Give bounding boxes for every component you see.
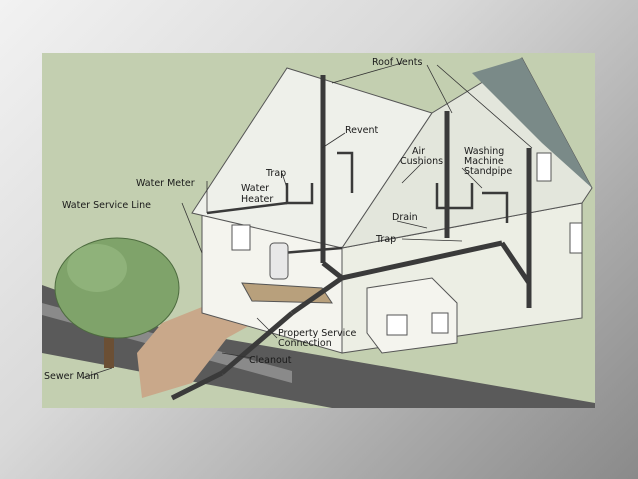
label-property-service-line2: Connection [278, 338, 332, 349]
label-air-cushions-line2: Cushions [400, 156, 443, 167]
supply-pipes [206, 151, 509, 255]
label-revent: Revent [345, 125, 379, 136]
label-leaders [81, 62, 533, 379]
label-water-heater-line2: Heater [241, 194, 273, 205]
plumbing-pipes [170, 75, 532, 401]
label-cleanout: Cleanout [249, 355, 292, 366]
plumbing-illustration: Roof Vents Revent Air Cushions Washing M… [42, 57, 595, 408]
label-sewer-main: Sewer Main [44, 371, 99, 382]
label-water-meter: Water Meter [136, 178, 195, 189]
label-washing-line2: Machine [464, 156, 504, 167]
label-water-service-line: Water Service Line [62, 200, 151, 211]
label-trap-mid: Trap [375, 234, 396, 245]
label-drain: Drain [392, 212, 418, 223]
window [569, 222, 583, 254]
label-air-cushions-line1: Air [412, 146, 425, 157]
window [536, 152, 552, 182]
label-water-heater-line1: Water [241, 183, 269, 194]
window [231, 224, 251, 251]
label-washing-line3: Standpipe [464, 166, 512, 177]
water-heater [269, 242, 289, 280]
window [386, 314, 408, 336]
tree-canopy-highlight [67, 244, 127, 292]
label-washing-line1: Washing [464, 146, 504, 157]
plumbing-diagram: Roof Vents Revent Air Cushions Washing M… [42, 53, 595, 408]
label-property-service-line1: Property Service [278, 328, 356, 339]
roof-gable-shadow [472, 58, 592, 188]
label-trap-top: Trap [265, 168, 286, 179]
window [431, 312, 449, 334]
label-roof-vents: Roof Vents [372, 57, 423, 68]
